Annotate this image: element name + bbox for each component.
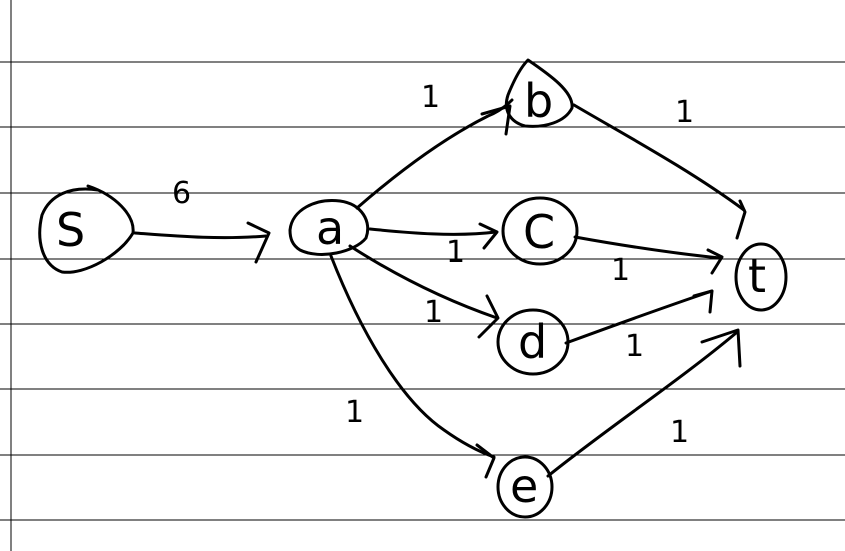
node-e-circle [496, 455, 554, 519]
edge-a-b: 1 [355, 80, 514, 210]
edge-weight-a-b: 1 [421, 80, 440, 115]
edge-weight-s-a: 6 [172, 176, 191, 211]
node-e: e [496, 455, 554, 519]
arrowhead [480, 104, 512, 136]
node-d: d [496, 308, 570, 376]
edge-weight-a-d: 1 [424, 295, 443, 330]
arrowhead [477, 294, 500, 339]
node-c-circle [501, 196, 579, 266]
node-t-label: t [748, 249, 766, 303]
node-s-circle [38, 184, 135, 274]
arrowhead [475, 443, 496, 479]
node-c-label: C [523, 205, 555, 259]
edge-b-t: 1 [572, 95, 747, 240]
edge-e-t: 1 [546, 328, 742, 478]
edge-a-c: 1 [368, 222, 499, 270]
node-c: C [501, 196, 579, 266]
node-s: S [38, 184, 135, 274]
node-t-circle [734, 242, 788, 312]
arrowhead [692, 289, 714, 314]
arrowhead [735, 199, 747, 240]
edge-weight-e-t: 1 [670, 415, 689, 450]
edge-a-d: 1 [348, 244, 500, 339]
arrowhead [478, 222, 499, 250]
node-b-circle [504, 58, 574, 128]
node-d-circle [496, 308, 570, 376]
edge-s-a: 6 [133, 176, 271, 264]
node-t: t [734, 242, 788, 312]
edge-weight-a-e: 1 [345, 395, 364, 430]
node-e-label: e [510, 459, 538, 513]
edge-weight-a-c: 1 [446, 235, 465, 270]
node-s-label: S [56, 203, 85, 257]
arrowhead [700, 328, 742, 368]
edge-c-t: 1 [573, 235, 724, 288]
edge-weight-d-t: 1 [625, 329, 644, 364]
edge-a-e: 1 [329, 254, 496, 479]
node-d-label: d [518, 315, 547, 369]
node-a-circle [288, 199, 370, 256]
arrowhead [246, 221, 271, 264]
arrowhead [706, 248, 724, 275]
node-b: b [504, 58, 574, 128]
edge-d-t: 1 [564, 289, 714, 364]
edges: 6 1 1 1 1 1 1 [133, 80, 747, 479]
edge-weight-b-t: 1 [675, 95, 694, 130]
edge-weight-c-t: 1 [611, 253, 630, 288]
node-a: a [288, 199, 370, 256]
node-b-label: b [524, 74, 553, 128]
nodes: S a b C d e t [38, 58, 788, 519]
node-a-label: a [316, 201, 344, 255]
